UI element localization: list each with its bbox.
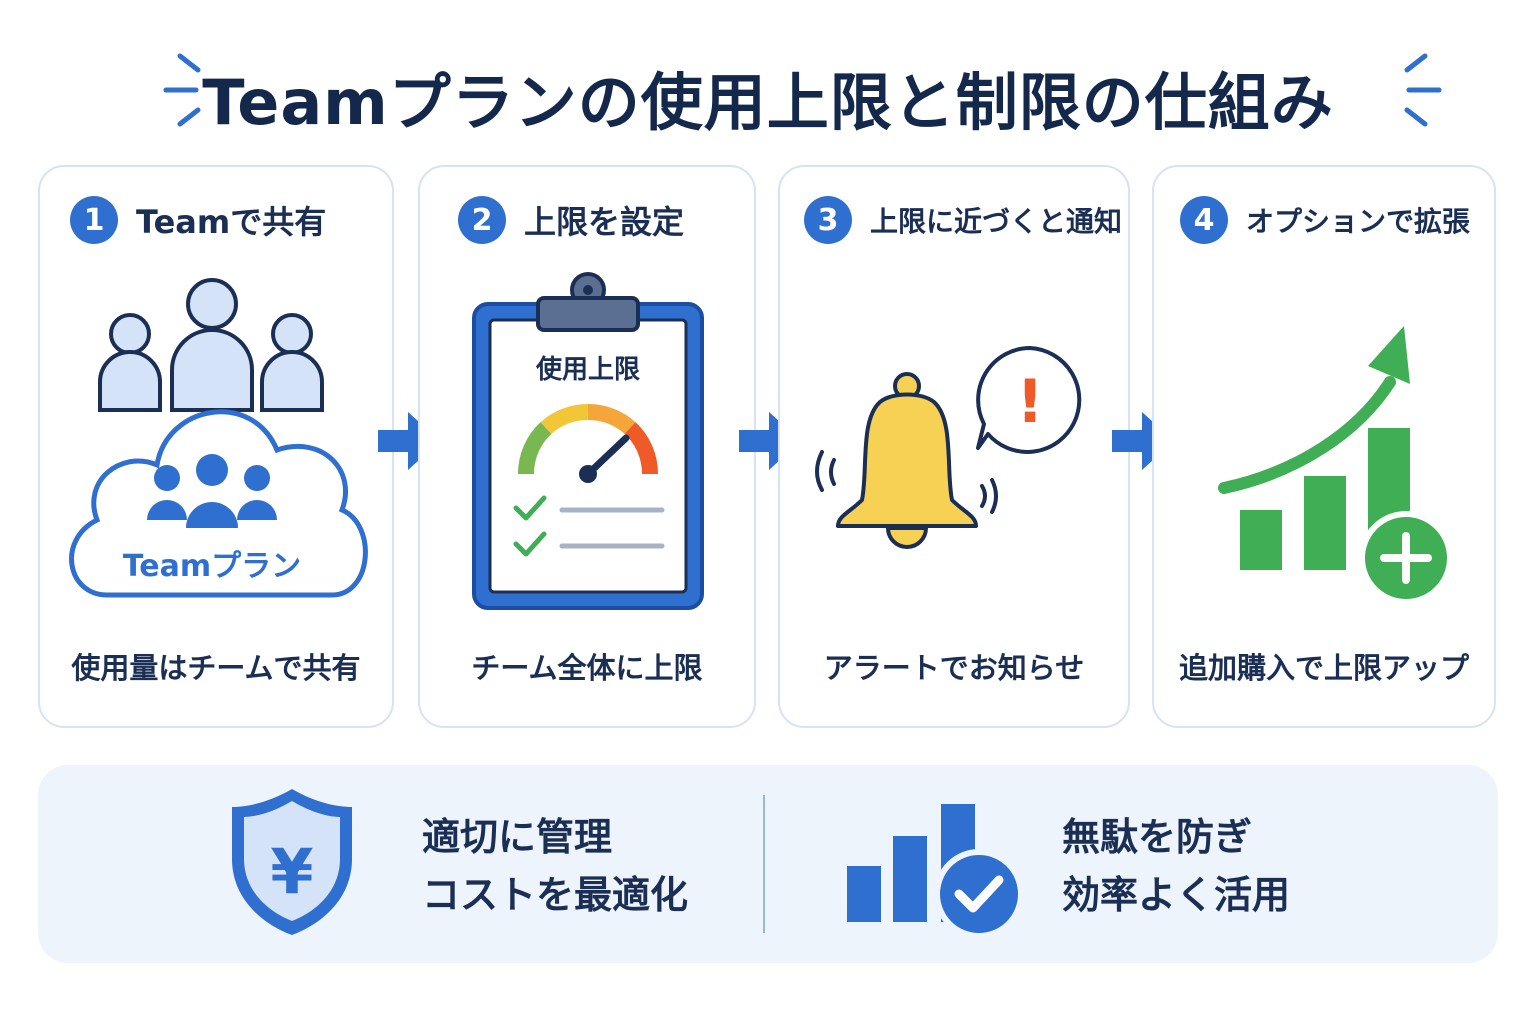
clipboard-gauge-icon: 使用上限 — [472, 272, 704, 610]
left-sparkle-icon — [163, 53, 201, 127]
benefit-text-2: 無駄を防ぎ 効率よく活用 — [1062, 808, 1290, 924]
right-sparkle-icon — [1404, 53, 1442, 127]
step-title: 上限を設定 — [524, 203, 685, 241]
arrow-right-icon — [1112, 412, 1174, 470]
step-title: オプションで拡張 — [1246, 205, 1471, 238]
benefit-line: 効率よく活用 — [1062, 873, 1291, 917]
page-title: Teamプランの使用上限と制限の仕組み — [202, 66, 1334, 139]
arrow-right-icon — [378, 412, 440, 470]
step-header-1: 1 Teamで共有 — [70, 196, 326, 244]
benefit-line: 適切に管理 — [422, 815, 613, 859]
divider — [763, 795, 765, 933]
yen-shield-icon: ¥ — [232, 789, 352, 935]
step-caption: アラートでお知らせ — [823, 651, 1085, 685]
clipboard-label: 使用上限 — [535, 355, 640, 385]
step-caption: 追加購入で上限アップ — [1178, 651, 1469, 685]
step-header-2: 2 上限を設定 — [458, 196, 684, 244]
step-header-4: 4 オプションで拡張 — [1180, 196, 1470, 244]
benefit-line: 無駄を防ぎ — [1062, 815, 1253, 859]
bell-alert-icon: ! — [815, 346, 1082, 549]
step-title: 上限に近づくと通知 — [870, 205, 1123, 238]
benefit-line: コストを最適化 — [422, 873, 689, 917]
step-caption: チーム全体に上限 — [471, 651, 703, 685]
svg-text:¥: ¥ — [270, 835, 313, 908]
growth-chart-plus-icon — [1218, 326, 1453, 605]
alert-mark: ! — [1016, 367, 1043, 437]
step-number-badge: 2 — [458, 196, 506, 244]
step-number-badge: 1 — [70, 196, 118, 244]
chart-check-icon — [847, 804, 1024, 939]
benefit-text-1: 適切に管理 コストを最適化 — [422, 808, 688, 924]
team-cloud-icon: Teamプラン — [69, 278, 368, 598]
step-number-badge: 3 — [804, 196, 852, 244]
step-caption: 使用量はチームで共有 — [71, 651, 361, 685]
step-number-badge: 4 — [1180, 196, 1228, 244]
step-header-3: 3 上限に近づくと通知 — [804, 196, 1122, 244]
step-title: Teamで共有 — [136, 203, 327, 241]
arrow-right-icon — [739, 412, 801, 470]
cloud-label: Teamプラン — [123, 549, 301, 584]
